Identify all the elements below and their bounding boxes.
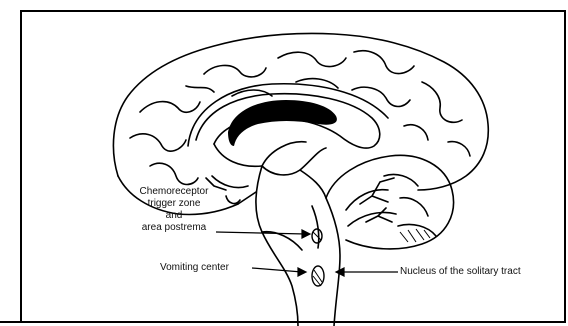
pons: [262, 232, 302, 250]
brainstem-back: [326, 198, 340, 326]
temporal-base: [238, 192, 256, 204]
ctz-line-1: Chemoreceptor: [126, 186, 222, 198]
fornix: [214, 144, 262, 166]
gyrus-line: [204, 65, 266, 77]
vomiting-arrowhead: [298, 268, 306, 276]
ctz-line-3: and: [126, 210, 222, 222]
cerebellum-folia: [400, 198, 428, 216]
nucleus-solitary-label: Nucleus of the solitary tract: [400, 266, 521, 278]
gyrus-line: [448, 142, 470, 156]
ctz-leader: [216, 232, 306, 234]
midbrain: [300, 170, 326, 198]
lateral-ventricle: [228, 100, 337, 146]
fornix: [262, 142, 306, 166]
gyrus-line: [352, 87, 410, 106]
cerebellum-tree: [360, 178, 394, 204]
cerebellum-folia: [384, 174, 418, 186]
thalamus: [262, 148, 326, 175]
hatching: [400, 229, 430, 242]
vomiting-center-label: Vomiting center: [160, 262, 229, 274]
gyrus-line: [278, 52, 346, 66]
ctz-label: Chemoreceptor trigger zone and area post…: [126, 186, 222, 234]
gyrus-line: [130, 134, 186, 151]
ctz-line-4: area postrema: [126, 222, 222, 234]
gyrus-line: [354, 51, 414, 74]
gyrus-line: [150, 163, 198, 184]
gyrus-line: [422, 82, 462, 122]
vomiting-leader: [252, 268, 302, 272]
fourth-ventricle: [312, 206, 319, 248]
ctz-line-2: trigger zone: [126, 198, 222, 210]
gyrus-line: [186, 86, 214, 92]
pituitary: [226, 196, 240, 203]
ctz-arrowhead: [302, 230, 310, 238]
gyrus-line: [404, 125, 428, 140]
gyrus-line: [140, 102, 200, 113]
brainstem-front: [256, 166, 298, 326]
